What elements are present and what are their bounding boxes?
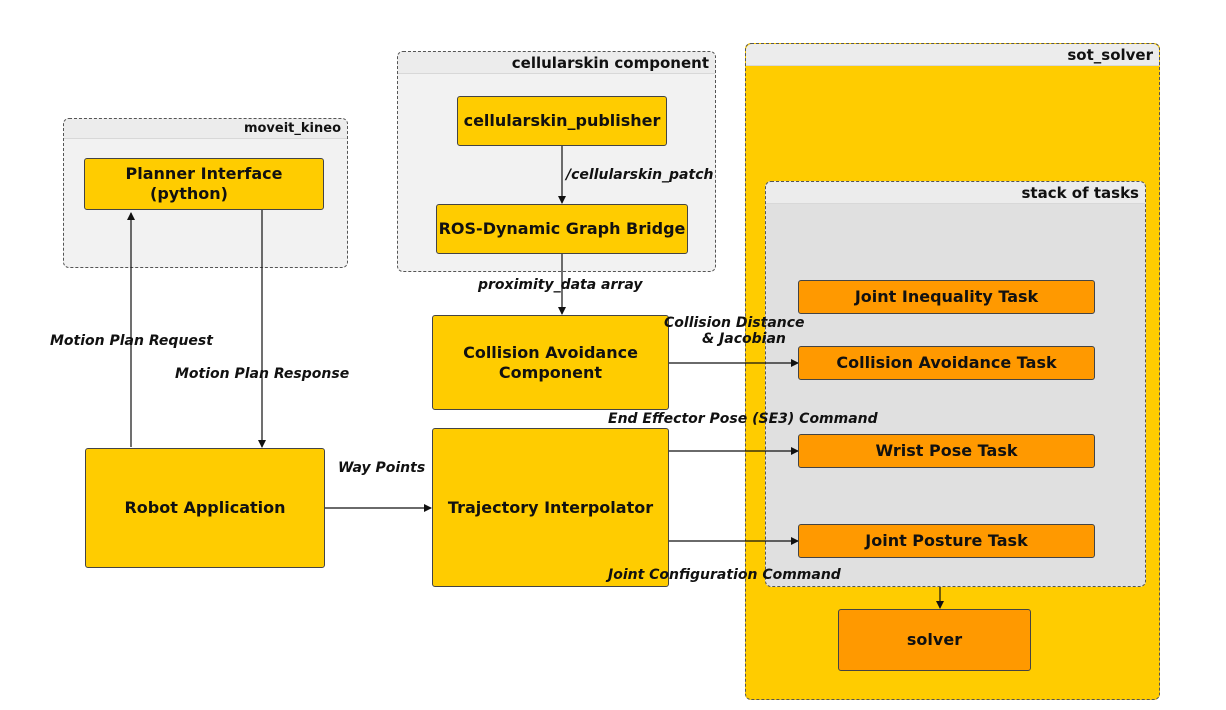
moveit-kineo-title: moveit_kineo <box>64 119 347 139</box>
way-points-label: Way Points <box>338 460 426 476</box>
joint-inequality-task-node[interactable]: Joint Inequality Task <box>798 280 1095 314</box>
collision-avoidance-task-node[interactable]: Collision Avoidance Task <box>798 346 1095 380</box>
motion-plan-request-label: Motion Plan Request <box>50 333 213 349</box>
cellularskin-component-title: cellularskin component <box>398 52 715 74</box>
collision-avoidance-component-sublabel: Component <box>498 362 603 382</box>
joint-inequality-task-label: Joint Inequality Task <box>854 287 1039 306</box>
collision-distance-label: Collision Distance <box>664 315 805 331</box>
ros-dynamic-graph-bridge-label: ROS-Dynamic Graph Bridge <box>438 219 686 238</box>
solver-label: solver <box>906 630 963 649</box>
robot-application-label: Robot Application <box>124 498 286 517</box>
stack-of-tasks-title: stack of tasks <box>766 182 1145 204</box>
solver-node[interactable]: solver <box>838 609 1031 671</box>
trajectory-interpolator-node[interactable]: Trajectory Interpolator <box>432 428 669 587</box>
collision-avoidance-task-label: Collision Avoidance Task <box>836 353 1057 372</box>
joint-posture-task-label: Joint Posture Task <box>865 531 1028 550</box>
end-effector-command-label: End Effector Pose (SE3) Command <box>608 411 878 427</box>
trajectory-interpolator-label: Trajectory Interpolator <box>447 497 654 517</box>
motion-plan-response-label: Motion Plan Response <box>175 366 350 382</box>
cellularskin-publisher-node[interactable]: cellularskin_publisher <box>457 96 667 146</box>
ros-dynamic-graph-bridge-node[interactable]: ROS-Dynamic Graph Bridge <box>436 204 688 254</box>
jacobian-label: & Jacobian <box>702 331 786 347</box>
joint-configuration-command-label: Joint Configuration Command <box>608 567 841 583</box>
robot-application-node[interactable]: Robot Application <box>85 448 325 568</box>
joint-posture-task-node[interactable]: Joint Posture Task <box>798 524 1095 558</box>
wrist-pose-task-node[interactable]: Wrist Pose Task <box>798 434 1095 468</box>
cellularskin-patch-label: /cellularskin_patch <box>566 167 714 183</box>
proximity-data-label: proximity_data array <box>478 277 643 293</box>
planner-interface-sublabel: (python) <box>150 184 228 203</box>
sot-solver-title: sot_solver <box>746 44 1159 66</box>
wrist-pose-task-label: Wrist Pose Task <box>875 441 1018 460</box>
cellularskin-publisher-label: cellularskin_publisher <box>463 111 661 130</box>
planner-interface-label: Planner Interface <box>125 164 283 183</box>
stack-of-tasks-group: stack of tasks <box>765 181 1146 587</box>
collision-avoidance-component-label: Collision Avoidance <box>463 342 638 362</box>
collision-avoidance-component-node[interactable]: Collision Avoidance Component <box>432 315 669 410</box>
planner-interface-node[interactable]: Planner Interface (python) <box>84 158 324 210</box>
